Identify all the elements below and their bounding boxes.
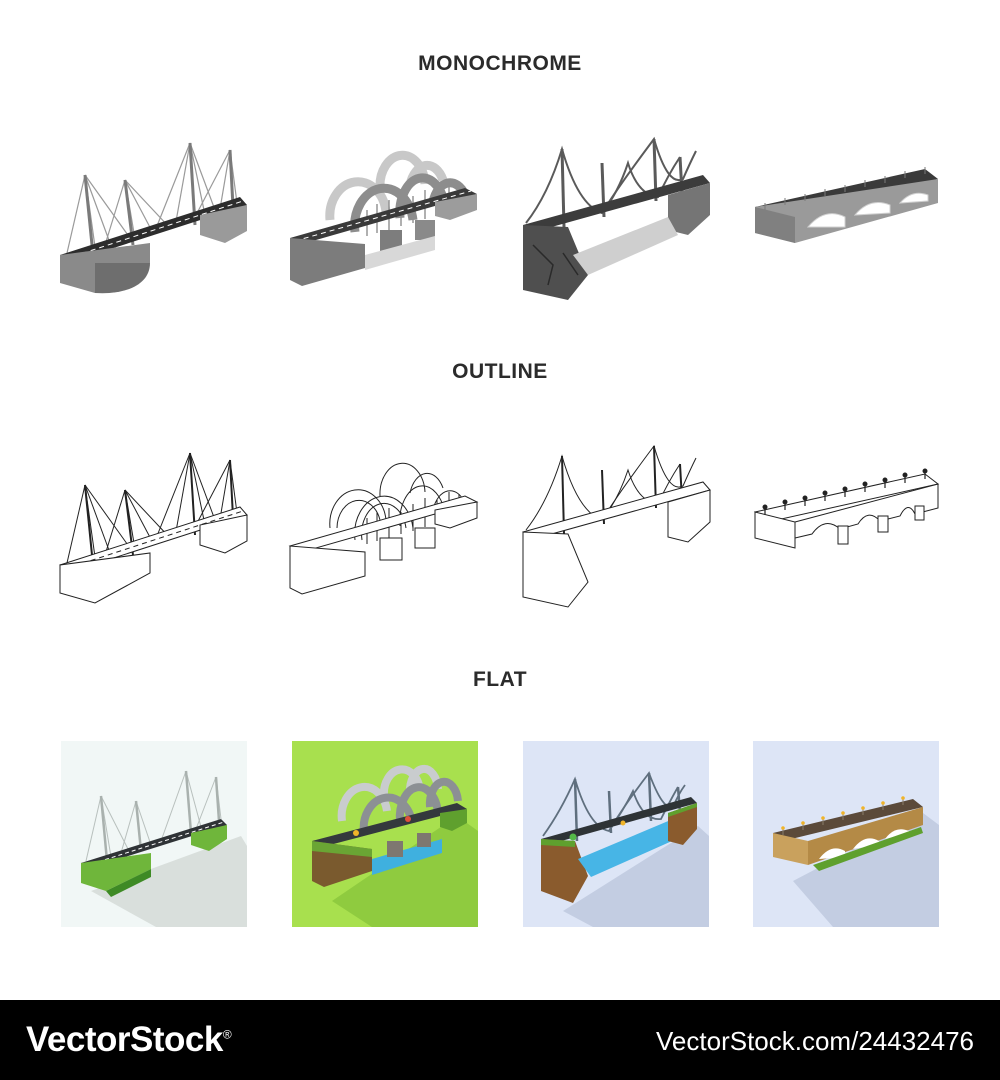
brand-name: VectorStock [26,1020,223,1059]
arch-bridge-outline-icon [288,462,479,595]
cable-stayed-bridge-icon [60,142,247,294]
arch-bridge-flat-icon [312,764,478,927]
viaduct-bridge-flat-icon [773,796,939,927]
viaduct-bridge-outline-icon [753,468,940,549]
viaduct-bridge-icon [755,167,938,243]
registered-mark: ® [222,1027,232,1042]
section-title-flat: FLAT [472,668,528,691]
suspension-bridge-icon [523,136,710,300]
arch-bridge-icon [290,150,477,286]
cable-stayed-bridge-outline-icon [59,452,248,604]
section-title-monochrome: MONOCHROME [418,52,582,75]
cable-stayed-bridge-flat-icon [81,770,247,927]
section-title-outline: OUTLINE [452,360,548,383]
watermark-footer: VectorStock® VectorStock.com/24432476 [0,1000,1000,1080]
suspension-bridge-outline-icon [522,444,711,608]
image-id-text: VectorStock.com/24432476 [656,1026,974,1056]
suspension-bridge-flat-icon [541,771,709,927]
brand-logo: VectorStock® [26,1020,232,1060]
